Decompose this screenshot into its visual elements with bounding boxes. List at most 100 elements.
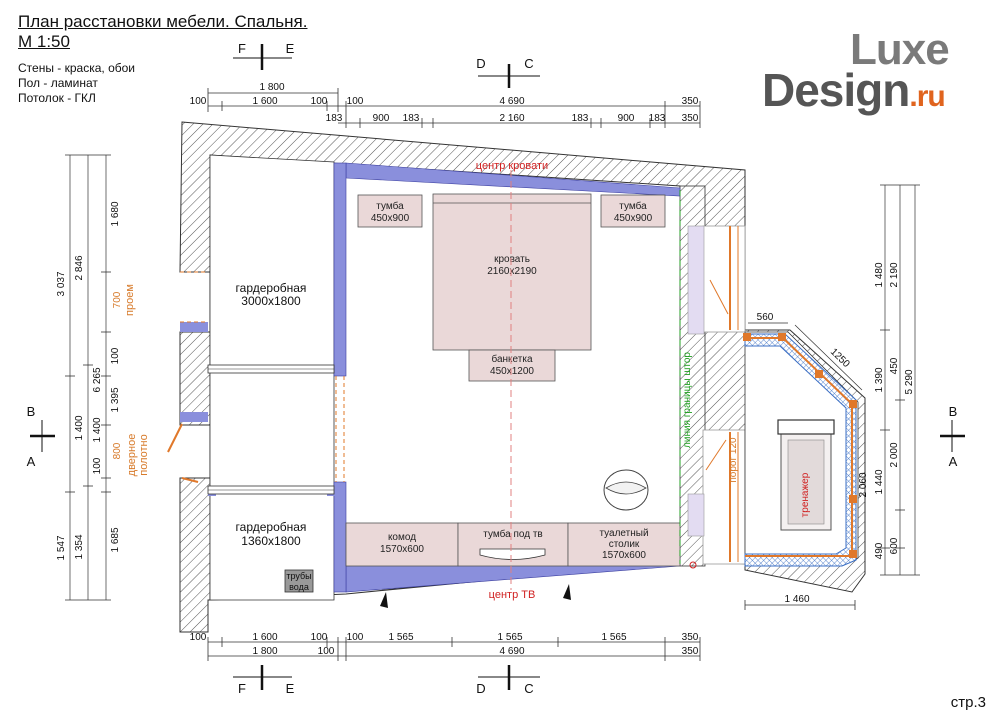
note-walls: Стены - краска, обои (18, 61, 135, 75)
dim-bot1-1565c: 1 565 (601, 632, 626, 643)
threshold-label: порог 120 (728, 437, 739, 483)
dim-bot1-100c: 100 (347, 632, 364, 643)
dim-top3-2160: 2 160 (499, 113, 524, 124)
dim-left1-1400: 1 400 (92, 417, 103, 442)
dim-right2-490: 490 (874, 542, 885, 559)
section-marker-dc-bottom: D C (476, 665, 540, 696)
dim-right2-600: 600 (889, 537, 900, 554)
section-marker-dc-top: D C (476, 56, 540, 88)
door-leaf-2 (181, 477, 199, 483)
dim-right1-1390: 1 390 (874, 367, 885, 392)
tv-center-label: центр ТВ (489, 589, 536, 601)
dim-top2-100c: 100 (347, 96, 364, 107)
logo-word-luxe: Luxe (850, 25, 950, 74)
blue-block-1 (180, 322, 208, 332)
plan-scale: М 1:50 (18, 32, 70, 51)
dim-top-1800: 1 800 (259, 82, 284, 93)
dim-bot1-1565a: 1 565 (388, 632, 413, 643)
dim-top2-350: 350 (682, 96, 699, 107)
window-diag-lower (705, 439, 727, 471)
window-upper (702, 225, 746, 333)
curtain-line-label: линия границы штор (682, 352, 693, 448)
dim-right1-1480: 1 480 (874, 262, 885, 287)
pouf-seat (605, 481, 647, 495)
wardrobe-small-label: гардеробная (236, 520, 307, 534)
door-label-1: дверное (126, 434, 138, 477)
dresser-size: 1570x600 (380, 544, 424, 555)
bed (432, 193, 592, 351)
dresser-label: комод (388, 532, 416, 543)
blue-wall-left (333, 162, 347, 377)
section-a-right: A (949, 454, 958, 469)
bay-node-3 (815, 370, 823, 378)
wardrobe-large-size: 3000x1800 (241, 294, 301, 308)
section-f-top: F (238, 41, 246, 56)
dim-left3-1547: 1 547 (56, 535, 67, 560)
logo-design-text: Design (762, 64, 910, 116)
door-leaf (167, 423, 183, 453)
plan-title-line1: План расстановки мебели. Спальня. (18, 12, 308, 31)
dim-bot2-4690: 4 690 (499, 646, 524, 657)
bay-node-6 (849, 550, 857, 558)
dim-top3-900a: 900 (373, 113, 390, 124)
dim-left2-1354: 1 354 (74, 534, 85, 559)
dim-top2-1600: 1 600 (252, 96, 277, 107)
dresser (345, 522, 459, 567)
dim-bay-1460: 1 460 (784, 594, 809, 605)
section-marker-ba-left: B A (27, 404, 55, 469)
dim-left2-2846: 2 846 (74, 255, 85, 280)
vanity-size: 1570x600 (602, 550, 646, 561)
door-label-2: полотно (138, 434, 150, 475)
treadmill-console (777, 419, 835, 435)
opening-dim: 700 (112, 291, 123, 308)
section-a-left: A (27, 454, 36, 469)
section-marker-fe-bottom: F E (233, 665, 295, 696)
bench (468, 349, 556, 382)
dim-right2-1440: 1 440 (874, 469, 885, 494)
note-floor: Пол - ламинат (18, 76, 98, 90)
dim-top2-100a: 100 (190, 96, 207, 107)
section-b-left: B (27, 404, 36, 419)
drain-icon (689, 561, 697, 569)
dim-bot2-1800: 1 800 (252, 646, 277, 657)
plan-title: План расстановки мебели. Спальня. М 1:50 (18, 12, 307, 52)
bay-node-5 (849, 495, 857, 503)
nightstand-left (357, 194, 423, 228)
blue-wall-left-lower (333, 481, 347, 593)
logo-suffix: .ru (909, 80, 945, 113)
window-sill-lower (687, 493, 705, 537)
dim-top3-183c: 183 (572, 113, 589, 124)
dim-top3-350: 350 (682, 113, 699, 124)
nightstand-right-label: тумба (619, 200, 647, 212)
opening-label: проем (124, 284, 136, 316)
dim-left2-1400: 1 400 (74, 415, 85, 440)
dim-top3-183a: 183 (326, 113, 343, 124)
bed-center-label: центр кровати (476, 160, 548, 172)
dim-ticks (65, 88, 920, 661)
bed-size: 2160x2190 (487, 266, 537, 277)
dim-right2-2190: 2 190 (889, 262, 900, 287)
door-dim: 800 (112, 442, 123, 459)
vanity (567, 522, 681, 567)
dim-bot1-1600: 1 600 (252, 632, 277, 643)
vanity-label: туалетный (599, 528, 648, 539)
finish-notes: Стены - краска, обои Пол - ламинат Потол… (18, 61, 135, 106)
bench-size: 450x1200 (490, 366, 534, 377)
dim-right2-2000: 2 000 (889, 442, 900, 467)
section-c-bottom: C (524, 681, 533, 696)
section-d-top: D (476, 56, 485, 71)
bed-label: кровать (494, 254, 530, 265)
dim-left1-100c: 100 (92, 457, 103, 474)
section-b-right: B (949, 404, 958, 419)
left-dim-labels: 1 680 100 1 395 1 400 100 1 685 2 846 1 … (56, 201, 121, 560)
dim-top2-100b: 100 (311, 96, 328, 107)
dim-top2-4690: 4 690 (499, 96, 524, 107)
tv-icon (479, 548, 546, 560)
dim-top3-183b: 183 (403, 113, 420, 124)
wardrobe-small-size: 1360x1800 (241, 534, 301, 548)
dim-bot2-350: 350 (682, 646, 699, 657)
dim-right3-5290: 5 290 (904, 369, 915, 394)
nightstand-right-size: 450x900 (614, 213, 653, 224)
